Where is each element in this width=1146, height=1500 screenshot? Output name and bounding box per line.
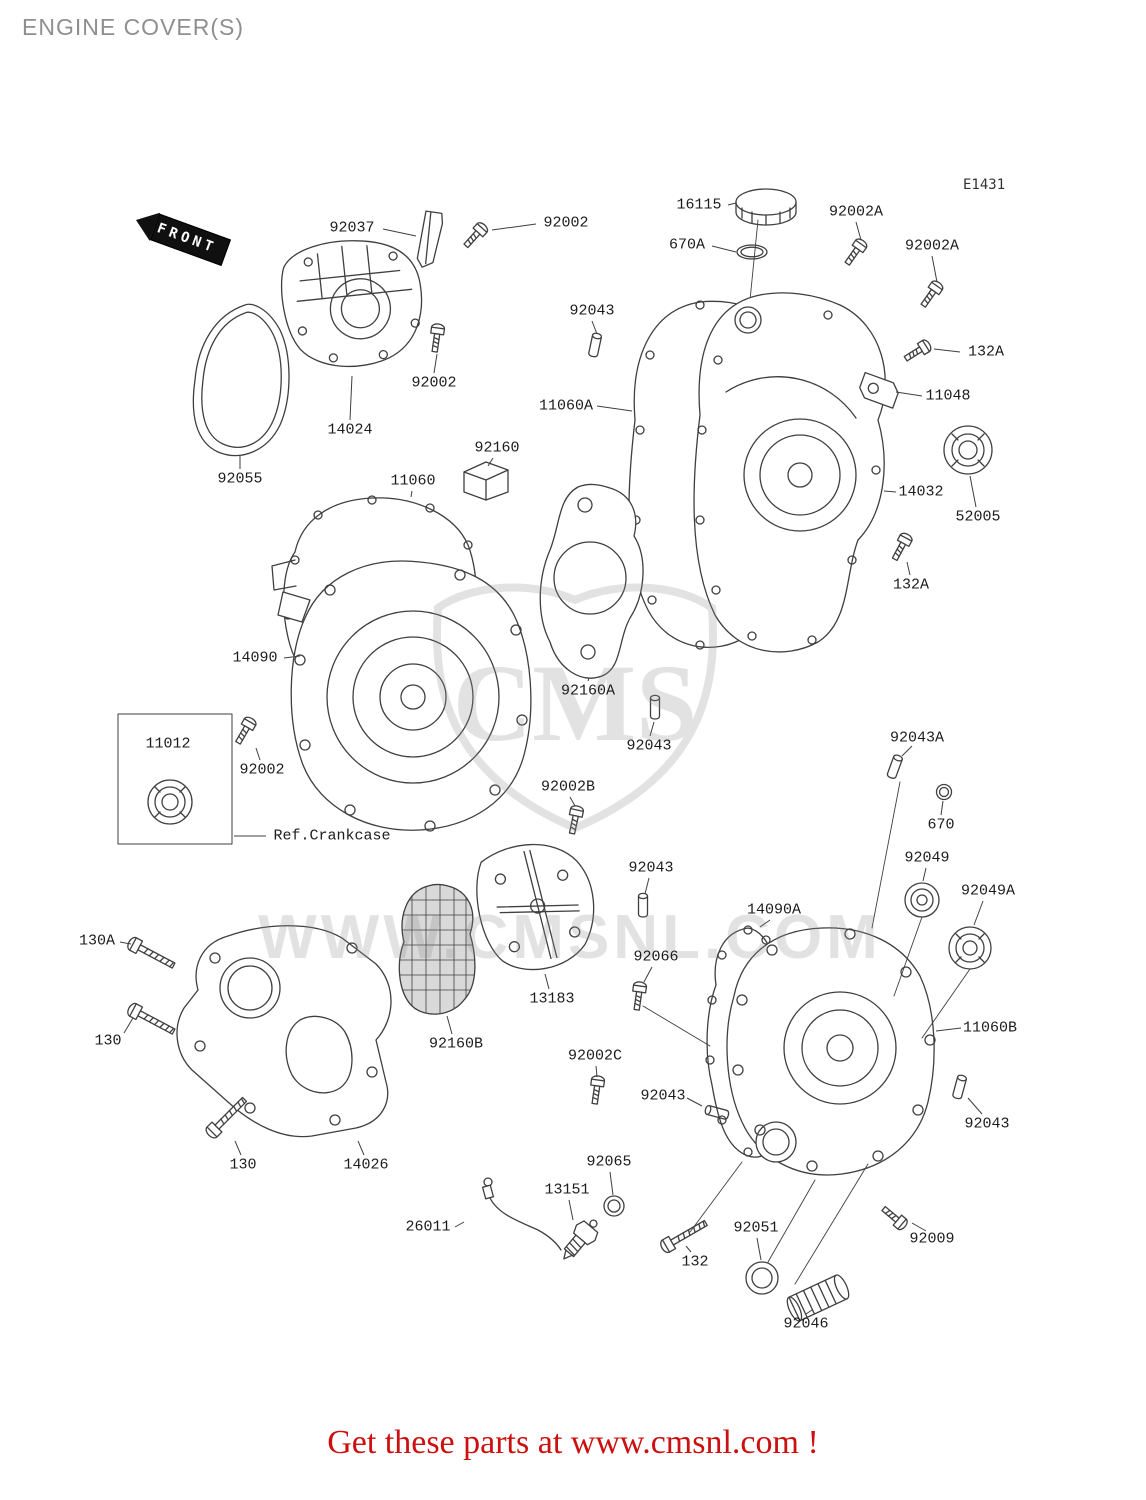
part-label-92002[interactable]: 92002 [239,761,285,779]
part-drawing-92160 [463,461,509,501]
part-label-92037[interactable]: 92037 [329,219,375,237]
part-drawing-14026 [176,925,392,1138]
part-label-92160[interactable]: 92160 [474,439,520,457]
part-label-92002a[interactable]: 92002A [904,237,960,255]
part-label-ref-crankcase[interactable]: Ref.Crankcase [273,827,391,845]
part-drawing-670a [736,244,768,260]
page-title: ENGINE COVER(S) [22,14,245,40]
part-label-92051[interactable]: 92051 [733,1219,779,1237]
part-label-26011[interactable]: 26011 [405,1218,451,1236]
part-drawing-52005 [943,425,993,475]
part-label-14090[interactable]: 14090 [232,649,278,667]
part-label-130a[interactable]: 130A [78,932,116,950]
part-label-132a[interactable]: 132A [892,576,930,594]
footer-banner[interactable]: Get these parts at www.cmsnl.com ! [0,1424,1146,1462]
part-drawing-13183 [476,843,595,971]
part-label-13151[interactable]: 13151 [544,1181,590,1199]
part-label-92002a[interactable]: 92002A [828,203,884,221]
part-drawing-16115 [735,188,797,226]
part-label-92049[interactable]: 92049 [904,849,950,867]
part-label-92002[interactable]: 92002 [543,214,589,232]
part-label-13183[interactable]: 13183 [529,990,575,1008]
part-label-92002b[interactable]: 92002B [540,778,596,796]
part-drawing-26011 [481,1177,562,1251]
part-label-132[interactable]: 132 [681,1253,709,1271]
part-drawing-14024 [280,240,423,368]
part-label-670[interactable]: 670 [927,816,955,834]
part-label-92049a[interactable]: 92049A [960,882,1016,900]
part-label-14090a[interactable]: 14090A [746,901,802,919]
part-label-92002c[interactable]: 92002C [567,1047,623,1065]
part-label-130[interactable]: 130 [94,1032,122,1050]
part-drawing-92055 [192,303,290,457]
part-label-92160a[interactable]: 92160A [560,682,616,700]
part-drawing-92160b [398,883,476,1015]
part-label-92043[interactable]: 92043 [628,859,674,877]
part-label-16115[interactable]: 16115 [676,196,722,214]
part-label-92065[interactable]: 92065 [586,1153,632,1171]
part-drawing-13151 [563,1219,599,1260]
leader-lines [119,202,984,1315]
part-label-130[interactable]: 130 [229,1156,257,1174]
part-label-11048[interactable]: 11048 [925,387,971,405]
part-drawing-11012-refbox [117,713,233,845]
part-label-11060a[interactable]: 11060A [538,397,594,415]
part-label-670a[interactable]: 670A [668,236,706,254]
assembly-lines [642,781,971,1285]
part-drawing-14032 [693,292,886,653]
part-label-92043[interactable]: 92043 [640,1087,686,1105]
part-label-132a[interactable]: 132A [967,343,1005,361]
footer-text[interactable]: Get these parts at www.cmsnl.com ! [327,1424,819,1461]
part-label-92046[interactable]: 92046 [783,1315,829,1333]
part-label-92066[interactable]: 92066 [633,948,679,966]
part-drawing-11060b [726,927,936,1176]
part-label-92002[interactable]: 92002 [411,374,457,392]
part-label-14024[interactable]: 14024 [327,421,373,439]
part-label-92160b[interactable]: 92160B [428,1035,484,1053]
part-label-11012[interactable]: 11012 [145,735,191,753]
part-drawing-92051 [745,1261,779,1295]
part-drawing-11048 [859,371,899,409]
part-drawing-92046 [786,1274,850,1322]
part-drawing-92160a [539,483,644,679]
part-drawing-92037 [416,210,444,268]
part-label-14026[interactable]: 14026 [343,1156,389,1174]
part-label-14032[interactable]: 14032 [898,483,944,501]
part-label-92043[interactable]: 92043 [569,302,615,320]
diagram-code: E1431 [963,177,1006,193]
part-label-92043[interactable]: 92043 [626,737,672,755]
part-label-11060[interactable]: 11060 [390,472,436,490]
part-label-92043[interactable]: 92043 [964,1115,1010,1133]
part-label-11060b[interactable]: 11060B [962,1019,1018,1037]
part-label-52005[interactable]: 52005 [955,508,1001,526]
part-label-92009[interactable]: 92009 [909,1230,955,1248]
part-drawing-14090 [277,560,532,832]
part-drawing-670 [935,783,953,801]
part-label-92043a[interactable]: 92043A [889,729,945,747]
part-label-92055[interactable]: 92055 [217,470,263,488]
part-drawing-92065 [603,1195,625,1217]
